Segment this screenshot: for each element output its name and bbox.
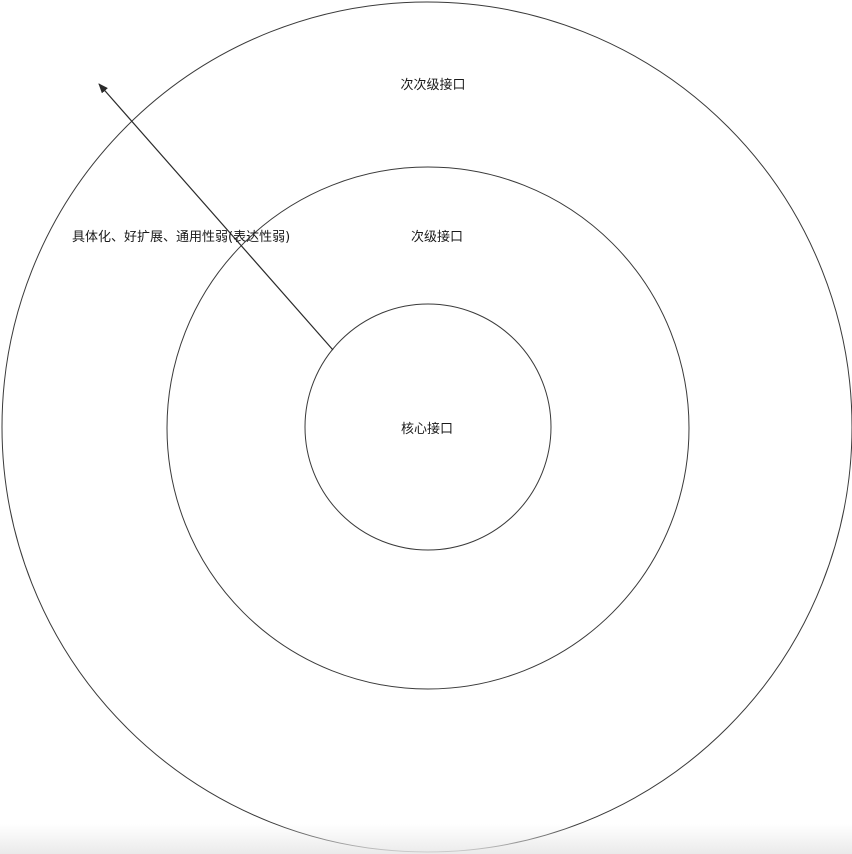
- direction-arrow: [98, 83, 334, 351]
- arrow-label: 具体化、好扩展、通用性弱(表达性弱): [72, 230, 290, 245]
- inner-ring: [304, 303, 552, 551]
- inner-ring-label: 核心接口: [401, 421, 453, 437]
- middle-ring-label: 次级接口: [411, 229, 463, 245]
- outer-ring-label: 次次级接口: [400, 77, 465, 93]
- middle-ring: [166, 166, 690, 690]
